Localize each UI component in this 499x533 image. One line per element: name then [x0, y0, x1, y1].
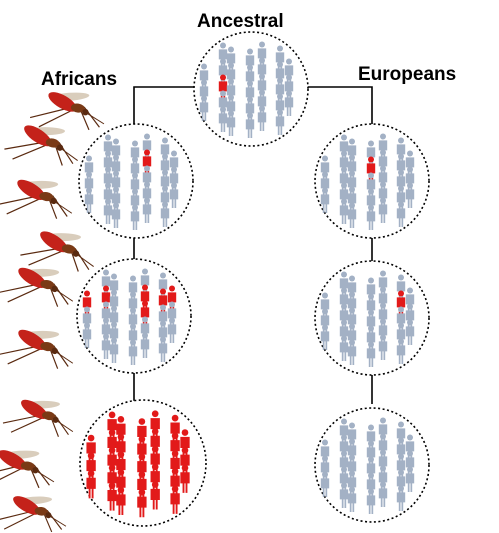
mosquito-icon	[0, 442, 58, 494]
population-ancestral	[194, 32, 308, 146]
population-africans-gen-2	[77, 259, 191, 373]
population-europeans-gen-2	[315, 261, 429, 375]
ancestral-label: Ancestral	[197, 11, 284, 32]
connector-ancestral-africans	[134, 87, 196, 126]
mosquito-icon	[0, 488, 70, 533]
population-europeans-gen-3	[315, 408, 429, 522]
mosquito-icon	[0, 321, 78, 375]
europeans-label: Europeans	[358, 64, 456, 85]
population-africans-gen-1	[79, 124, 193, 238]
population-europeans-gen-1	[315, 124, 429, 238]
population-africans-gen-3	[80, 400, 206, 526]
mosquito-icon	[0, 259, 78, 313]
africans-label: Africans	[41, 69, 117, 90]
mosquito-icon	[2, 391, 78, 443]
connector-ancestral-europeans	[306, 87, 372, 126]
mosquito-icon	[0, 171, 77, 225]
